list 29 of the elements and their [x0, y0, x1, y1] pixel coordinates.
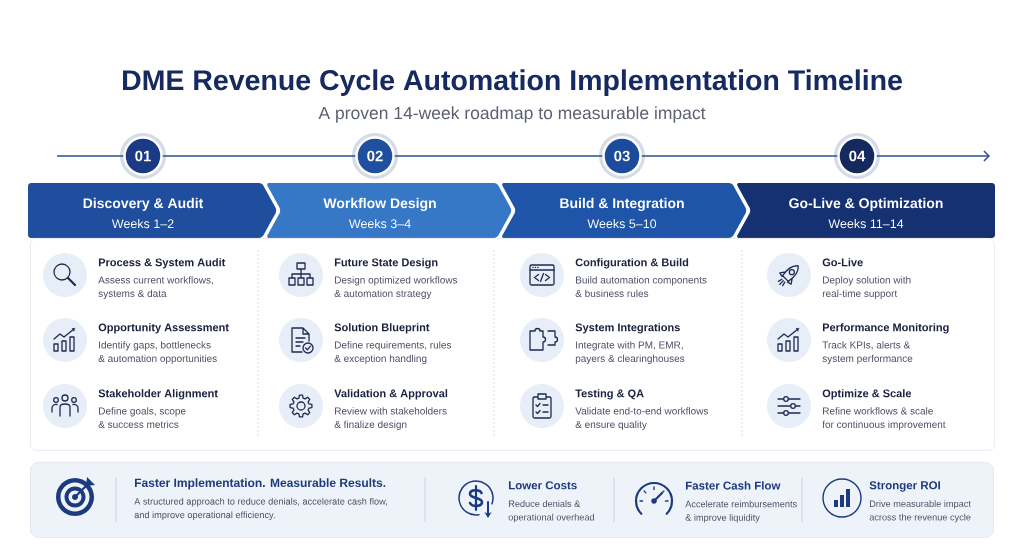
task-item: Process & System Audit Assess current workflows, systems & data	[98, 258, 226, 299]
task-item: Validation & Approval Review with stakeholders & finalize design	[334, 389, 448, 430]
task-item: Future State Design Design optimized workflows & automation strategy	[334, 258, 458, 299]
task-item: System Integrations Integrate with PM, EMR, payers & clearinghouses	[575, 323, 685, 364]
phase-band: Build & Integration Weeks 5–10	[502, 183, 747, 238]
timeline-line	[641, 155, 838, 157]
task-item: Optimize & Scale Refine workflows & scale for continuous improvement	[822, 389, 946, 430]
phase-band: Discovery & Audit Weeks 1–2	[28, 183, 277, 238]
title: DME Revenue Cycle Automation Implementation Timeline	[123, 69, 902, 96]
benefit-item: Faster Implementation. Measurable Results. A structured approach to reduce denials, accelerate cash flow, and improve operational efficiency.	[134, 478, 387, 520]
task-item: Go-Live Deploy solution with real-time support	[822, 258, 911, 299]
benefit-item: Faster Cash Flow Accelerate reimbursements & improve liquidity	[685, 481, 797, 523]
task-item: Configuration & Build Build automation components & business rules	[575, 258, 707, 297]
timeline-line	[56, 155, 124, 157]
phase-band: Workflow Design Weeks 3–4	[267, 183, 512, 238]
task-item: Opportunity Assessment Identify gaps, bottlenecks & automation opportunities	[98, 323, 229, 364]
benefit-item: Stronger ROI Drive measurable impact across the revenue cycle	[869, 481, 971, 523]
task-item: Performance Monitoring Track KPIs, alerts & system performance	[822, 323, 949, 364]
timeline-line	[394, 155, 603, 157]
task-item: Testing & QA Validate end-to-end workflows & ensure quality	[575, 389, 709, 430]
benefit-item: Lower Costs Reduce denials & operational overhead	[508, 481, 595, 523]
phase-band: Go-Live & Optimization Weeks 11–14	[737, 183, 995, 238]
content-panel	[30, 238, 995, 451]
timeline-line	[162, 155, 356, 157]
task-item: Solution Blueprint Define requirements, rules & exception handling	[334, 323, 452, 364]
timeline-arrow	[876, 150, 990, 162]
subtitle: A proven 14-week roadmap to measurable impact	[318, 106, 706, 123]
benefit-banner	[30, 462, 994, 538]
task-item: Stakeholder Alignment Define goals, scope & success metrics	[98, 389, 218, 428]
